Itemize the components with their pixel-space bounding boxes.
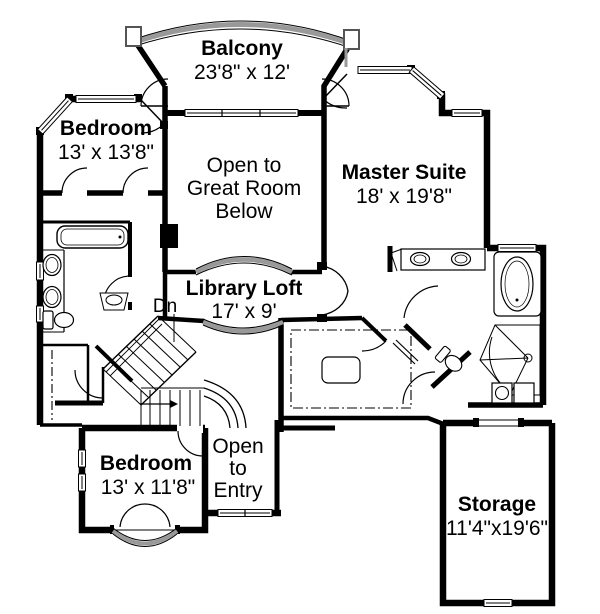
open-great-room-line1: Open to [207, 154, 282, 177]
railings [111, 20, 518, 547]
stair-down-label: Dn [153, 296, 177, 317]
bedroom-upper-dims: 13' x 13'8" [58, 141, 154, 164]
storage-label: Storage [458, 493, 536, 516]
closet-island [321, 356, 361, 384]
bedroom-lower-dims: 13' x 11'8" [101, 476, 195, 499]
open-entry-line3: Entry [213, 479, 263, 502]
storage-dims: 11'4"x19'6" [446, 517, 548, 540]
library-loft-dims: 17' x 9' [211, 300, 276, 323]
balcony-dims: 23'8" x 12' [194, 61, 290, 84]
open-entry-line2: to [229, 457, 247, 480]
library-loft-label: Library Loft [186, 277, 303, 300]
master-toilet [434, 345, 463, 372]
bedroom-lower-label: Bedroom [100, 452, 192, 475]
open-great-room-line3: Below [215, 200, 273, 223]
room-labels: Balcony 23'8" x 12' Bedroom 13' x 13'8" … [58, 37, 548, 540]
open-great-room-line2: Great Room [187, 177, 301, 200]
closet-shelving [290, 329, 412, 409]
fixtures [40, 225, 542, 420]
open-entry-line1: Open [212, 435, 263, 458]
balcony-label: Balcony [201, 37, 283, 60]
staircase [102, 314, 204, 426]
bedroom-upper-label: Bedroom [60, 117, 152, 140]
balcony-pilaster-left [125, 26, 142, 47]
doors [61, 73, 439, 528]
balcony-pilaster-right [343, 29, 360, 50]
master-suite-label: Master Suite [342, 161, 467, 184]
toilet [42, 310, 54, 330]
windows [36, 66, 537, 607]
dryer [513, 382, 535, 404]
master-suite-dims: 18' x 19'8" [356, 185, 452, 208]
